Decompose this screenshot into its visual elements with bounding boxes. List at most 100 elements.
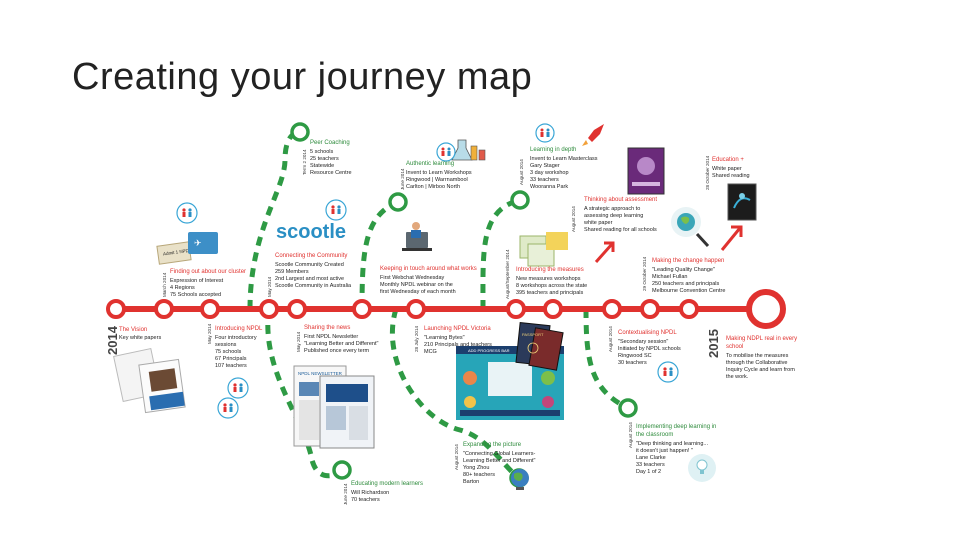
- event-heading: Finding out about our cluster: [170, 269, 246, 275]
- event-heading: Peer Coaching: [310, 140, 350, 146]
- event-heading: Connecting the Community: [275, 253, 347, 259]
- event-line: White paper: [712, 166, 742, 172]
- event-heading: Authentic learning: [406, 161, 454, 167]
- event-line: 3 day workshop: [530, 170, 569, 176]
- year-2015: 2015: [706, 329, 721, 358]
- event-line: 5 schools: [310, 149, 333, 155]
- node-sharing: [287, 299, 307, 319]
- event-authentic: June 2014 Authentic learning Invent to L…: [400, 139, 486, 190]
- event-line: "Leading Quality Change": [652, 267, 715, 273]
- event-date: May 2014: [207, 323, 212, 344]
- event-date: May 2014: [296, 331, 301, 352]
- event-line: "Learning Bytes": [424, 335, 465, 341]
- event-line: 75 schools: [215, 349, 242, 355]
- node-educating: [332, 460, 352, 480]
- node-change: [640, 299, 660, 319]
- event-introducing: May 2014 Introducing NPDL Four introduct…: [207, 323, 263, 419]
- event-vision: The Vision Key white papers: [113, 327, 186, 414]
- event-line: Yong Zhou: [463, 465, 489, 471]
- event-line: Ringwood SC: [618, 353, 652, 359]
- event-line: 80+ teachers: [463, 472, 495, 478]
- branch-expanding: [389, 308, 522, 481]
- event-date: June 2014: [343, 483, 348, 505]
- event-line: 33 teachers: [636, 462, 665, 468]
- event-educating: June 2014 Educating modern learners Will…: [343, 481, 423, 505]
- node-introducing: [200, 299, 220, 319]
- people-icon: [436, 142, 456, 162]
- event-heading: Making NDPL real in every: [726, 336, 797, 342]
- node-scootle: [259, 299, 279, 319]
- people-icon: [217, 397, 239, 419]
- event-line: Key white papers: [119, 335, 161, 341]
- node-launching: [406, 299, 426, 319]
- event-line: 395 teachers and principals: [516, 290, 584, 296]
- event-line: "Connecting Global Learners-: [463, 451, 535, 457]
- event-line: Statewide: [310, 163, 334, 169]
- event-date: March 2014: [162, 272, 167, 297]
- event-heading: Thinking about assessment: [584, 197, 657, 203]
- node-contextualising: [543, 299, 563, 319]
- event-heading: school: [726, 344, 743, 350]
- scootle-logo: scootle: [276, 221, 346, 243]
- event-line: 107 teachers: [215, 363, 247, 369]
- event-line: 2nd Largest and most active: [275, 276, 344, 282]
- event-heading: Learning in depth: [530, 147, 576, 153]
- event-depth: August 2014 Learning in depth Invent to …: [519, 123, 604, 190]
- event-line: 8 workshops across the state: [516, 283, 587, 289]
- event-measures: August/September 2014 Introducing the me…: [505, 232, 587, 299]
- event-assessment: August 2014 Thinking about assessment A …: [571, 147, 665, 263]
- event-line: Barton: [463, 479, 479, 485]
- event-finding: March 2014 Finding out about our cluster…: [156, 202, 246, 298]
- event-heading: Making the change happen: [652, 258, 724, 264]
- people-icon: [657, 361, 679, 383]
- node-education-plus: [679, 299, 699, 319]
- people-icon: [176, 202, 198, 224]
- event-date: August 2014: [571, 206, 576, 232]
- magnifier-globe-icon: [671, 207, 710, 248]
- event-line: white paper: [583, 220, 613, 226]
- plane-icon: ✈: [194, 238, 202, 248]
- event-line: Melbourne Convention Centre: [652, 288, 725, 294]
- event-line: 33 teachers: [530, 177, 559, 183]
- white-papers-image: [113, 347, 186, 414]
- event-line: through the Collaborative: [726, 360, 787, 366]
- arrow-icon: [594, 241, 615, 263]
- event-line: To mobilise the measures: [726, 353, 789, 359]
- passport-label: PASSPORT: [522, 332, 544, 337]
- event-keeping: Keeping in touch around what works First…: [380, 222, 477, 295]
- branch-implementing: [583, 308, 630, 411]
- event-implementing: August 2014 Implementing deep learning i…: [628, 422, 716, 482]
- event-peer: Term 2 2014 Peer Coaching 5 schools 25 t…: [302, 140, 352, 176]
- event-heading: Keeping in touch around what works: [380, 266, 477, 272]
- event-line: Shared reading for all schools: [584, 227, 657, 233]
- ticket-image: Admit 1 NPDL ✈: [156, 232, 218, 265]
- node-keeping: [352, 299, 372, 319]
- branch-educating: [265, 308, 344, 479]
- event-line: Scootle Community in Australia: [275, 283, 352, 289]
- event-line: Scootle Community Created: [275, 262, 344, 268]
- event-line: "Secondary session": [618, 339, 668, 345]
- event-date: August 2014: [628, 422, 633, 448]
- event-line: 30 teachers: [618, 360, 647, 366]
- node-measures: [506, 299, 526, 319]
- node-context2: [602, 299, 622, 319]
- event-line: First Webchat Wednesday: [380, 275, 445, 281]
- event-sharing: May 2014 Sharing the news First NPDL New…: [293, 325, 378, 449]
- timeline-nodes: [106, 289, 786, 329]
- event-heading: Education +: [712, 157, 744, 163]
- event-date: August 2014: [608, 326, 613, 352]
- event-date: May 2014: [267, 276, 272, 297]
- event-line: Published once every term: [304, 348, 370, 354]
- event-line: Ringwood | Warrnambool: [406, 177, 468, 183]
- event-line: 210 Principals and teachers: [424, 342, 492, 348]
- event-heading: Implementing deep learning in: [636, 424, 716, 430]
- event-contextualising: August 2014 Contextualising NPDL "Second…: [608, 326, 681, 383]
- event-line: 25 teachers: [310, 156, 339, 162]
- newsletter-title: NPDL NEWSLETTER: [298, 371, 343, 376]
- event-date: 29 October 2014: [642, 256, 647, 291]
- event-line: Invent to Learn Workshops: [406, 170, 472, 176]
- poster-banner: ADD PROGRESS BAR: [468, 348, 510, 353]
- event-line: Inquiry Cycle and learn from: [726, 367, 795, 373]
- event-line: Four introductory: [215, 335, 257, 341]
- arrow-icon: [720, 225, 743, 251]
